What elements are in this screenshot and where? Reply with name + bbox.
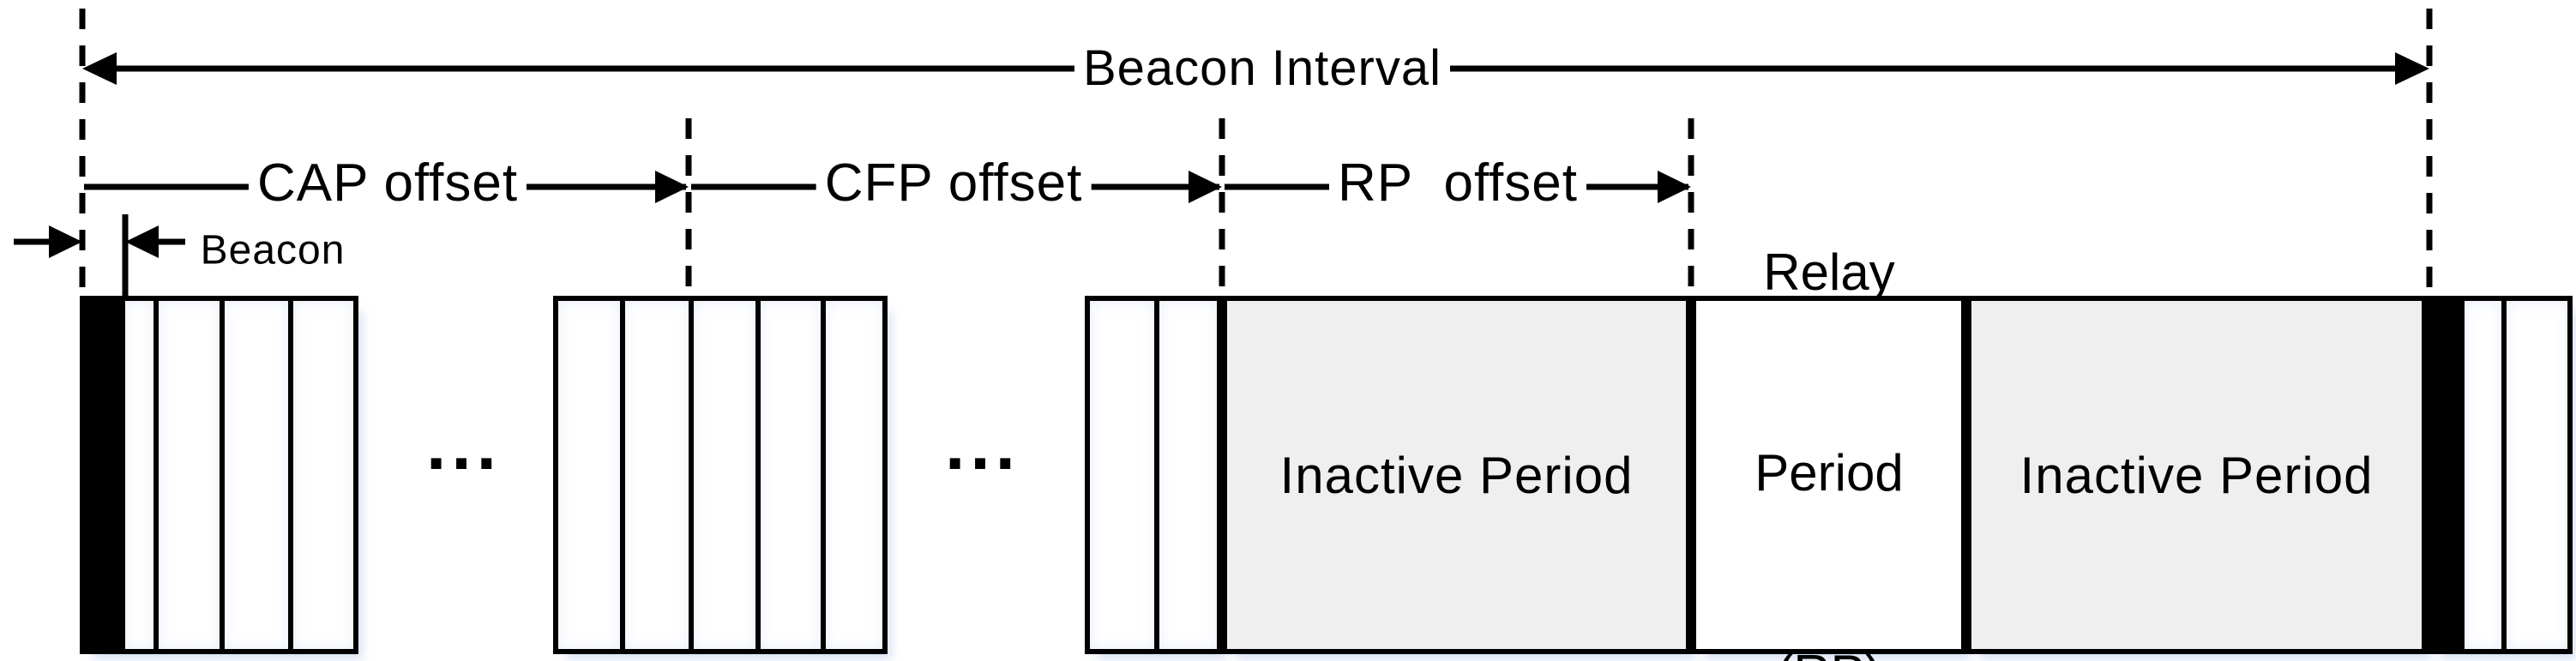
slot-group-2: [553, 296, 888, 654]
beacon-interval-label: Beacon Interval: [1074, 41, 1451, 96]
slot: [153, 301, 220, 649]
beacon-marker-right-arrowhead: [125, 225, 159, 258]
slot: [220, 301, 288, 649]
rp-offset-arrowhead: [1658, 171, 1691, 203]
inactive-period-box-left: Inactive Period: [1222, 296, 1691, 654]
beacon-label: Beacon: [200, 227, 346, 273]
slot: [821, 301, 882, 649]
slot: [755, 301, 822, 649]
beacon-marker-left-arrowhead: [49, 225, 82, 258]
cap-offset-label: CAP offset: [248, 153, 527, 213]
slot: [125, 301, 154, 649]
slot: [689, 301, 755, 649]
cfp-offset-label: CFP offset: [816, 153, 1092, 213]
slot: [558, 301, 620, 649]
relay-period-label-line1: Relay: [1763, 243, 1895, 301]
rp-offset-label: RP offset: [1329, 153, 1586, 213]
relay-period-label-line2: Period: [1754, 444, 1904, 502]
slot: [1154, 301, 1217, 649]
beacon-bar: [85, 301, 125, 649]
inactive-period-label: Inactive Period: [2019, 446, 2374, 504]
ellipsis-right: ...: [945, 404, 1021, 484]
slot: [287, 301, 354, 649]
relay-period-label: Relay Period (RP): [1754, 105, 1903, 661]
slot: [2501, 301, 2567, 649]
ellipsis-left: ...: [426, 404, 503, 484]
beacon-interval-arrowhead-left: [82, 52, 117, 85]
inactive-period-label: Inactive Period: [1279, 446, 1634, 504]
cfp-offset-arrowhead: [1189, 171, 1222, 203]
relay-period-label-line3: (RP): [1754, 640, 1903, 661]
slot-group-1: [80, 296, 358, 654]
slot: [1090, 301, 1154, 649]
slot-group-3: [1085, 296, 1222, 654]
cap-offset-arrowhead: [655, 171, 689, 203]
next-beacon-bar: [2432, 301, 2465, 649]
inactive-period-box-right: Inactive Period: [1966, 296, 2427, 654]
slot: [619, 301, 689, 649]
relay-period-box: [1691, 296, 1966, 654]
beacon-interval-arrowhead-right: [2395, 52, 2429, 85]
slot-group-4: [2427, 296, 2573, 654]
slot: [2465, 301, 2502, 649]
